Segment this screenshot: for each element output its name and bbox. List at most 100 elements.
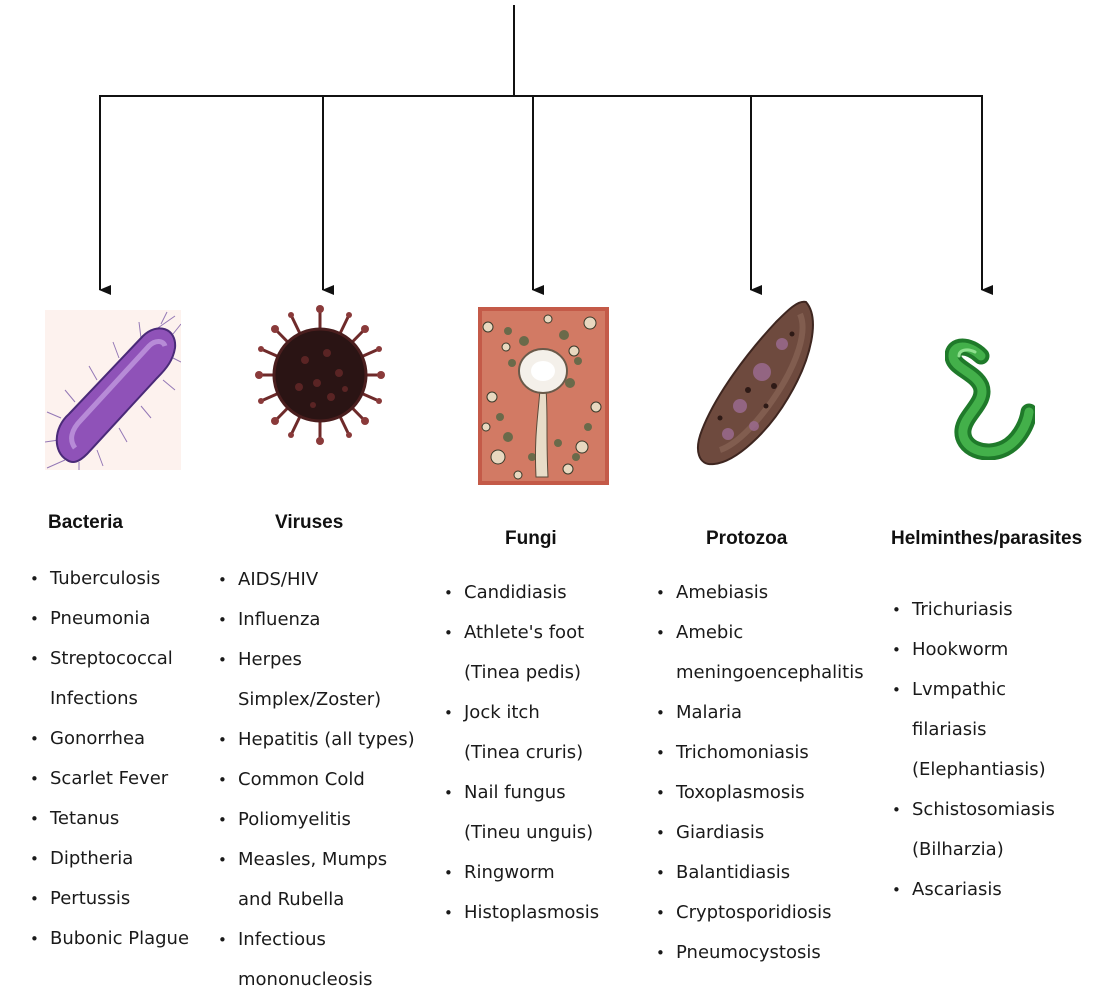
item-text: Common Cold — [238, 760, 415, 800]
item-text-continued: Infections — [50, 679, 189, 719]
item-text-continued: and Rubella — [238, 880, 415, 920]
item-text-continued: mononucleosis — [238, 960, 415, 1000]
item-text: Herpes — [238, 640, 415, 680]
item-text: Scarlet Fever — [50, 759, 189, 799]
list-item: Trichomoniasis — [656, 733, 864, 773]
item-text-continued: (Bilharzia) — [912, 830, 1055, 870]
list-item: Hepatitis (all types) — [218, 720, 415, 760]
item-text: Trichomoniasis — [676, 733, 864, 773]
list-item: Hookworm — [892, 630, 1055, 670]
item-text: Giardiasis — [676, 813, 864, 853]
list-item: Toxoplasmosis — [656, 773, 864, 813]
list-item: Gonorrhea — [30, 719, 189, 759]
list-item: Influenza — [218, 600, 415, 640]
item-text: Bubonic Plague — [50, 919, 189, 959]
list-item: Tuberculosis — [30, 559, 189, 599]
list-item: Cryptosporidiosis — [656, 893, 864, 933]
item-text: Amebiasis — [676, 573, 864, 613]
list-item: Amebiasis — [656, 573, 864, 613]
item-text: Toxoplasmosis — [676, 773, 864, 813]
list-item: Malaria — [656, 693, 864, 733]
bacterium-icon — [45, 310, 181, 470]
list-item: Ascariasis — [892, 870, 1055, 910]
list-item: Giardiasis — [656, 813, 864, 853]
heading-protozoa: Protozoa — [706, 528, 787, 550]
fungus-icon — [478, 307, 609, 485]
item-text: Diptheria — [50, 839, 189, 879]
heading-fungi: Fungi — [505, 528, 557, 550]
list-item: Bubonic Plague — [30, 919, 189, 959]
list-item: Schistosomiasis(Bilharzia) — [892, 790, 1055, 870]
item-text: Ascariasis — [912, 870, 1055, 910]
item-text: Poliomyelitis — [238, 800, 415, 840]
item-text: Infectious — [238, 920, 415, 960]
item-text: Histoplasmosis — [464, 893, 599, 933]
list-viruses: AIDS/HIVInfluenzaHerpesSimplex/Zoster)He… — [218, 560, 415, 1000]
item-text-continued: (Tinea cruris) — [464, 733, 599, 773]
list-item: AIDS/HIV — [218, 560, 415, 600]
list-item: Nail fungus(Tineu unguis) — [444, 773, 599, 853]
item-text: Ringworm — [464, 853, 599, 893]
heading-bacteria: Bacteria — [48, 512, 123, 534]
item-text: Candidiasis — [464, 573, 599, 613]
item-text: Pneumonia — [50, 599, 189, 639]
list-protozoa: AmebiasisAmebicmeningoencephalitisMalari… — [656, 573, 864, 973]
list-item: Pneumonia — [30, 599, 189, 639]
list-item: Balantidiasis — [656, 853, 864, 893]
item-text-continued: (Tineu unguis) — [464, 813, 599, 853]
tree-connectors — [0, 0, 1099, 300]
list-item: Pertussis — [30, 879, 189, 919]
item-text: Lvmpathic — [912, 670, 1055, 710]
list-helminthes: TrichuriasisHookwormLvmpathicfilariasis(… — [892, 590, 1055, 910]
item-text: AIDS/HIV — [238, 560, 415, 600]
item-text: Influenza — [238, 600, 415, 640]
list-item: Jock itch(Tinea cruris) — [444, 693, 599, 773]
item-text: Cryptosporidiosis — [676, 893, 864, 933]
item-text: Trichuriasis — [912, 590, 1055, 630]
item-text-continued: filariasis — [912, 710, 1055, 750]
item-text: Hookworm — [912, 630, 1055, 670]
list-item: Pneumocystosis — [656, 933, 864, 973]
item-text: Athlete's foot — [464, 613, 599, 653]
list-item: Common Cold — [218, 760, 415, 800]
list-fungi: CandidiasisAthlete's foot(Tinea pedis)Jo… — [444, 573, 599, 933]
virus-icon — [255, 305, 385, 445]
item-text: Amebic — [676, 613, 864, 653]
item-text: Malaria — [676, 693, 864, 733]
list-item: Athlete's foot(Tinea pedis) — [444, 613, 599, 693]
item-text-continued: (Tinea pedis) — [464, 653, 599, 693]
list-item: Tetanus — [30, 799, 189, 839]
item-text: Pneumocystosis — [676, 933, 864, 973]
list-item: Diptheria — [30, 839, 189, 879]
list-item: Ringworm — [444, 853, 599, 893]
item-text: Balantidiasis — [676, 853, 864, 893]
worm-icon — [945, 330, 1035, 460]
item-text: Schistosomiasis — [912, 790, 1055, 830]
item-text-continued: meningoencephalitis — [676, 653, 864, 693]
item-text: Gonorrhea — [50, 719, 189, 759]
item-text: Tetanus — [50, 799, 189, 839]
list-item: Candidiasis — [444, 573, 599, 613]
item-text: Nail fungus — [464, 773, 599, 813]
list-bacteria: TuberculosisPneumoniaStreptococcalInfect… — [30, 559, 189, 959]
list-item: Trichuriasis — [892, 590, 1055, 630]
list-item: Scarlet Fever — [30, 759, 189, 799]
heading-helminthes: Helminthes/parasites — [891, 528, 1082, 550]
item-text: Measles, Mumps — [238, 840, 415, 880]
item-text: Tuberculosis — [50, 559, 189, 599]
heading-viruses: Viruses — [275, 512, 343, 534]
item-text-continued: Simplex/Zoster) — [238, 680, 415, 720]
item-text: Pertussis — [50, 879, 189, 919]
item-text: Jock itch — [464, 693, 599, 733]
protozoan-icon — [692, 298, 822, 468]
item-text: Streptococcal — [50, 639, 189, 679]
item-text: Hepatitis (all types) — [238, 720, 415, 760]
list-item: Histoplasmosis — [444, 893, 599, 933]
list-item: Poliomyelitis — [218, 800, 415, 840]
